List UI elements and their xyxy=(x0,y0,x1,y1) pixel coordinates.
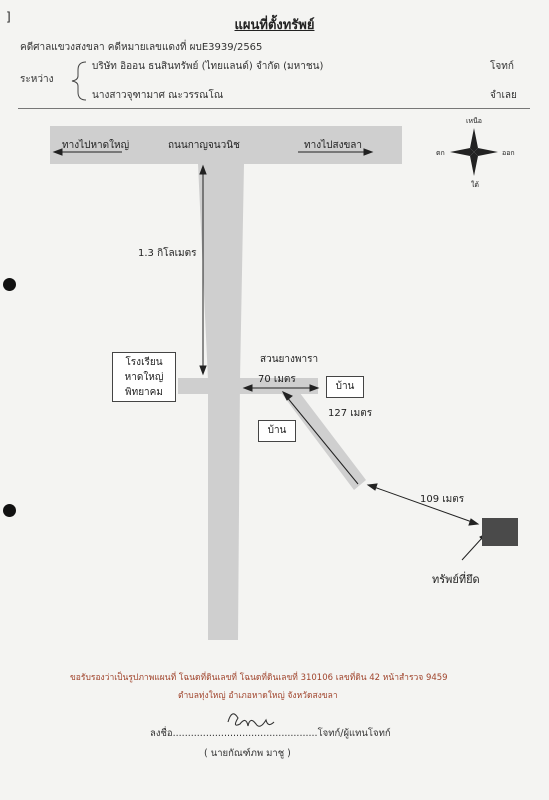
seized-property-block xyxy=(482,518,518,546)
defendant-name: นางสาวจุฑามาศ ณะวรรณโณ xyxy=(92,90,224,101)
compass-east: ออก xyxy=(502,149,515,157)
compass-south: ใต้ xyxy=(471,181,479,189)
plaintiff-role: โจทก์ xyxy=(490,61,514,72)
certification-line-2: ตำบลทุ่งใหญ่ อำเภอหาดใหญ่ จังหวัดสงขลา xyxy=(178,691,338,701)
side-road xyxy=(198,164,244,640)
school-line-3: พิทยาคม xyxy=(125,387,163,398)
page-edge-mark: ] xyxy=(6,10,11,24)
road-name-label: ถนนกาญจนวนิช xyxy=(168,140,240,151)
signature-prefix: ลงชื่อ..................................… xyxy=(150,728,318,739)
house-box-2: บ้าน xyxy=(258,420,296,442)
house-box-1: บ้าน xyxy=(326,376,364,398)
header-divider xyxy=(18,108,530,109)
distance-1-label: 1.3 กิโลเมตร xyxy=(138,248,197,259)
compass-north: เหนือ xyxy=(466,117,482,125)
page-title: แผนที่ตั้งทรัพย์ xyxy=(234,18,315,33)
distance-2-label: 70 เมตร xyxy=(258,374,296,385)
binder-hole-top xyxy=(3,278,16,291)
to-songkhla-label: ทางไปสงขลา xyxy=(304,140,363,151)
binder-hole-bottom xyxy=(3,504,16,517)
defendant-role: จำเลย xyxy=(490,90,517,101)
rubber-plantation-label: สวนยางพารา xyxy=(260,354,319,365)
signatory-name: ( นายกัณฑ์ภพ มาชู ) xyxy=(204,748,291,759)
school-box: โรงเรียน หาดใหญ่ พิทยาคม xyxy=(112,352,176,402)
between-label: ระหว่าง xyxy=(20,74,54,85)
main-road xyxy=(50,126,402,164)
distance-4-label: 109 เมตร xyxy=(420,494,465,505)
compass-rose xyxy=(450,128,498,176)
compass-west: ตก xyxy=(436,149,445,157)
case-line: คดีศาลแขวงสงขลา คดีหมายเลขแดงที่ ผบE3939… xyxy=(20,42,263,53)
signature-role: โจทก์/ผู้แทนโจทก์ xyxy=(317,728,391,739)
diagonal-lane xyxy=(276,380,366,490)
signature-line: ลงชื่อ..................................… xyxy=(150,726,391,741)
seized-property-label: ทรัพย์ที่ยึด xyxy=(432,573,480,586)
school-line-2: หาดใหญ่ xyxy=(124,372,164,383)
distance-3-label: 127 เมตร xyxy=(328,408,373,419)
plaintiff-name: บริษัท อิออน ธนสินทรัพย์ (ไทยแลนด์) จำกั… xyxy=(92,61,324,72)
to-hatyai-label: ทางไปหาดใหญ่ xyxy=(62,140,130,151)
school-line-1: โรงเรียน xyxy=(125,357,163,368)
certification-line-1: ขอรับรองว่าเป็นรูปภาพแผนที่ โฉนดที่ดินเล… xyxy=(70,673,448,683)
